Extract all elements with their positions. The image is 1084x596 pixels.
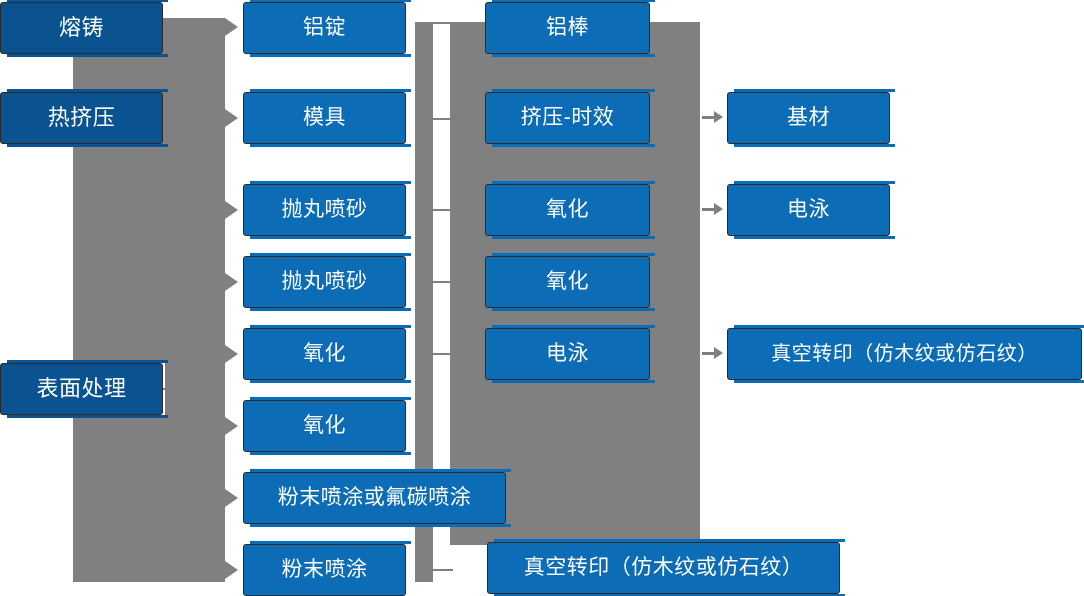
left-arrow-4 [225, 273, 238, 291]
material-box-mold[interactable]: 模具 [243, 89, 411, 147]
treatment-label-shot-blasting-2: 抛丸喷砂 [281, 270, 368, 294]
middle-tick-1 [433, 22, 453, 24]
process-label-aluminum-bar: 铝棒 [546, 16, 589, 40]
material-label-mold: 模具 [303, 106, 346, 130]
output-label-vacuum-transfer-printing: 真空转印（仿木纹或仿石纹） [771, 343, 1038, 365]
process-box-oxidation-2[interactable]: 氧化 [485, 253, 655, 311]
material-box-aluminum-ingot[interactable]: 铝锭 [243, 0, 411, 57]
middle-tick-5 [433, 353, 453, 355]
stage-box-hot-extrusion[interactable]: 热挤压 [0, 89, 168, 147]
surface-treatment-connector-line [163, 388, 203, 390]
output-arrow-electrophoresis [702, 203, 723, 215]
process-label-extrusion-aging: 挤压-时效 [520, 106, 615, 130]
stage-box-surface-treatment[interactable]: 表面处理 [0, 360, 168, 418]
process-label-oxidation-1: 氧化 [546, 198, 589, 222]
stage-label-melting-casting: 熔铸 [58, 14, 104, 40]
treatment-label-powder-or-fluorocarbon-coating: 粉末喷涂或氟碳喷涂 [277, 486, 472, 510]
output-arrow-vacuum-transfer [702, 347, 723, 359]
process-box-aluminum-bar[interactable]: 铝棒 [485, 0, 655, 57]
left-arrow-5 [225, 345, 238, 363]
stage-label-surface-treatment: 表面处理 [36, 375, 127, 401]
middle-tick-4 [433, 281, 453, 283]
output-box-electrophoresis[interactable]: 电泳 [727, 181, 895, 239]
output-label-electrophoresis: 电泳 [787, 198, 830, 222]
treatment-label-shot-blasting-1: 抛丸喷砂 [281, 198, 368, 222]
treatment-label-oxidation-1: 氧化 [303, 342, 346, 366]
middle-tick-2 [433, 118, 453, 120]
middle-connector-bar [415, 22, 433, 582]
treatment-box-powder-or-fluorocarbon-coating[interactable]: 粉末喷涂或氟碳喷涂 [243, 469, 511, 527]
left-arrow-8 [225, 561, 238, 579]
treatment-box-oxidation-2[interactable]: 氧化 [243, 397, 411, 455]
output-label-base-material: 基材 [787, 106, 830, 130]
left-arrow-3 [225, 201, 238, 219]
left-arrow-6 [225, 417, 238, 435]
process-label-oxidation-2: 氧化 [546, 270, 589, 294]
left-arrow-2 [225, 109, 238, 127]
process-label-vacuum-transfer-printing: 真空转印（仿木纹或仿石纹） [523, 556, 804, 580]
treatment-box-oxidation-1[interactable]: 氧化 [243, 325, 411, 383]
treatment-box-shot-blasting-1[interactable]: 抛丸喷砂 [243, 181, 411, 239]
stage-box-melting-casting[interactable]: 熔铸 [0, 0, 168, 57]
treatment-box-powder-coating[interactable]: 粉末喷涂 [243, 541, 411, 596]
process-box-oxidation-1[interactable]: 氧化 [485, 181, 655, 239]
treatment-label-oxidation-2: 氧化 [303, 414, 346, 438]
output-box-vacuum-transfer-printing[interactable]: 真空转印（仿木纹或仿石纹） [727, 325, 1084, 383]
process-box-electrophoresis[interactable]: 电泳 [485, 325, 655, 383]
treatment-box-shot-blasting-2[interactable]: 抛丸喷砂 [243, 253, 411, 311]
left-arrow-1 [225, 18, 238, 36]
middle-tick-6 [433, 569, 453, 571]
stage-label-hot-extrusion: 热挤压 [47, 104, 116, 130]
output-arrow-base-material [702, 111, 723, 123]
output-box-base-material[interactable]: 基材 [727, 89, 895, 147]
process-label-electrophoresis: 电泳 [546, 342, 589, 366]
treatment-label-powder-coating: 粉末喷涂 [281, 558, 368, 582]
process-box-vacuum-transfer-printing[interactable]: 真空转印（仿木纹或仿石纹） [487, 539, 845, 596]
material-label-aluminum-ingot: 铝锭 [303, 16, 346, 40]
left-arrow-7 [225, 489, 238, 507]
middle-tick-3 [433, 209, 453, 211]
process-box-extrusion-aging[interactable]: 挤压-时效 [485, 89, 655, 147]
